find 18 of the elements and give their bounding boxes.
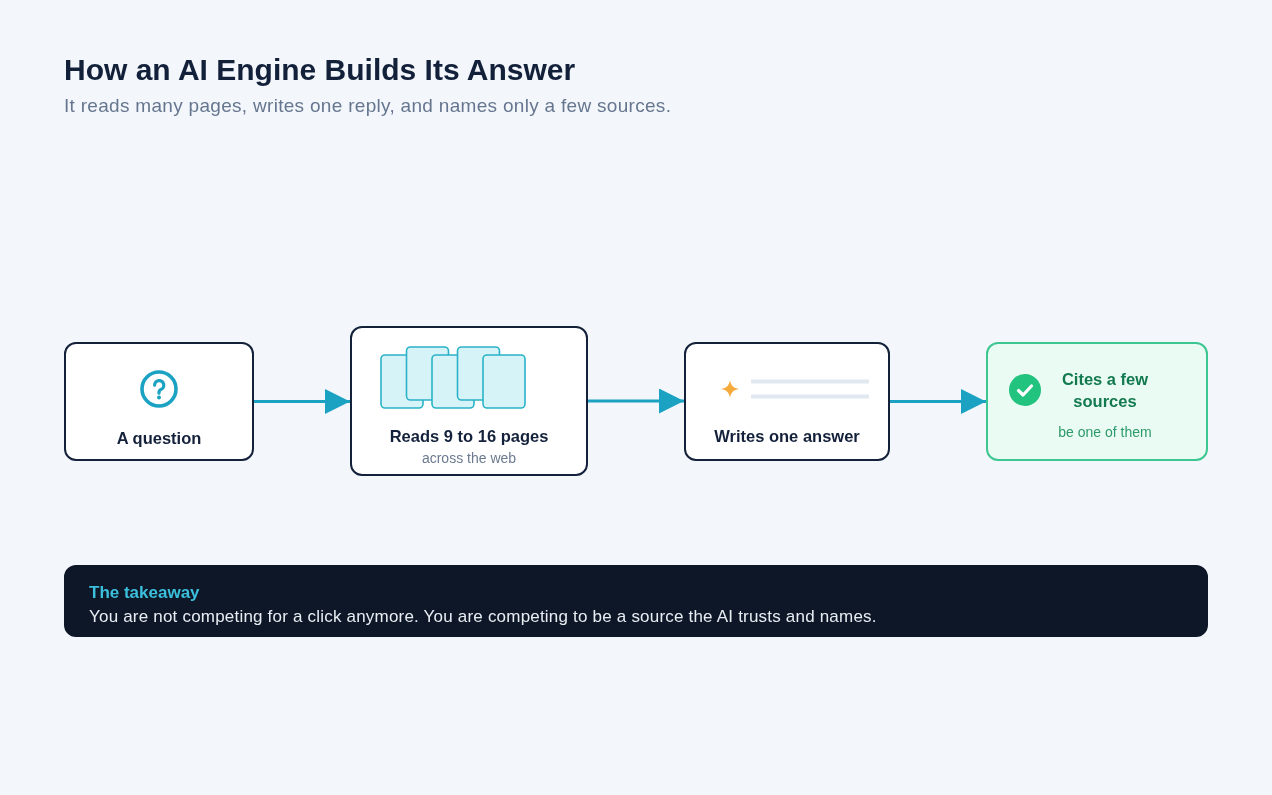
arrow bbox=[588, 388, 684, 414]
process-box bbox=[64, 342, 254, 461]
diagram-subtitle: It reads many pages, writes one reply, and names only a few sources. bbox=[64, 94, 672, 118]
takeaway-panel bbox=[64, 565, 1208, 637]
result-box bbox=[986, 342, 1208, 461]
arrow bbox=[254, 389, 350, 414]
process-box bbox=[684, 342, 890, 461]
step-label: A question bbox=[116, 428, 202, 448]
arrow bbox=[890, 389, 986, 414]
takeaway-text: You are not competing for a click anymore. You are competing to be a source the AI trusts and names. bbox=[89, 606, 877, 628]
step-label: Writes one answer bbox=[714, 426, 860, 446]
result-note: be one of them bbox=[1058, 424, 1152, 440]
step-note: across the web bbox=[421, 450, 517, 466]
result-label: Cites a few sources bbox=[1060, 369, 1150, 412]
process-box bbox=[350, 326, 588, 476]
diagram-title: How an AI Engine Builds Its Answer bbox=[64, 52, 576, 88]
step-label: Reads 9 to 16 pages bbox=[389, 426, 549, 446]
takeaway-heading: The takeaway bbox=[89, 583, 200, 603]
